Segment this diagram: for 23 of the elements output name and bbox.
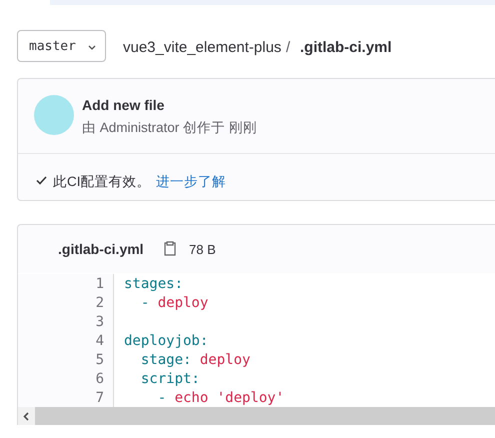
line-number: 7 [94, 390, 104, 406]
breadcrumb-separator: / [286, 39, 290, 56]
status-text: 此CI配置有效。 [53, 173, 150, 191]
commit-meta: 由 Administrator 创作于 刚刚 [82, 119, 257, 137]
code-line: stage: deploy [140, 352, 250, 368]
learn-more-link: 进一步了解 [156, 173, 226, 191]
code-line: - echo 'deploy' [158, 390, 284, 406]
line-number: 4 [94, 333, 104, 349]
code-line: stages: [124, 276, 184, 292]
file-name: .gitlab-ci.yml [300, 39, 392, 56]
line-number: 2 [94, 295, 104, 311]
file-size: 78 B [189, 242, 216, 257]
branch-dropdown: master [17, 30, 106, 62]
commit-title: Add new file [82, 97, 164, 113]
line-number: 1 [94, 276, 104, 292]
line-number: 5 [94, 352, 104, 368]
file-name: .gitlab-ci.yml [58, 241, 144, 257]
code-line: script: [140, 371, 200, 387]
code-line: - deploy [140, 295, 208, 311]
code-line: deployjob: [124, 333, 208, 349]
breadcrumb-link: vue3_vite_element-plus [123, 39, 282, 56]
line-number: 3 [94, 314, 104, 330]
line-number: 6 [94, 371, 104, 387]
